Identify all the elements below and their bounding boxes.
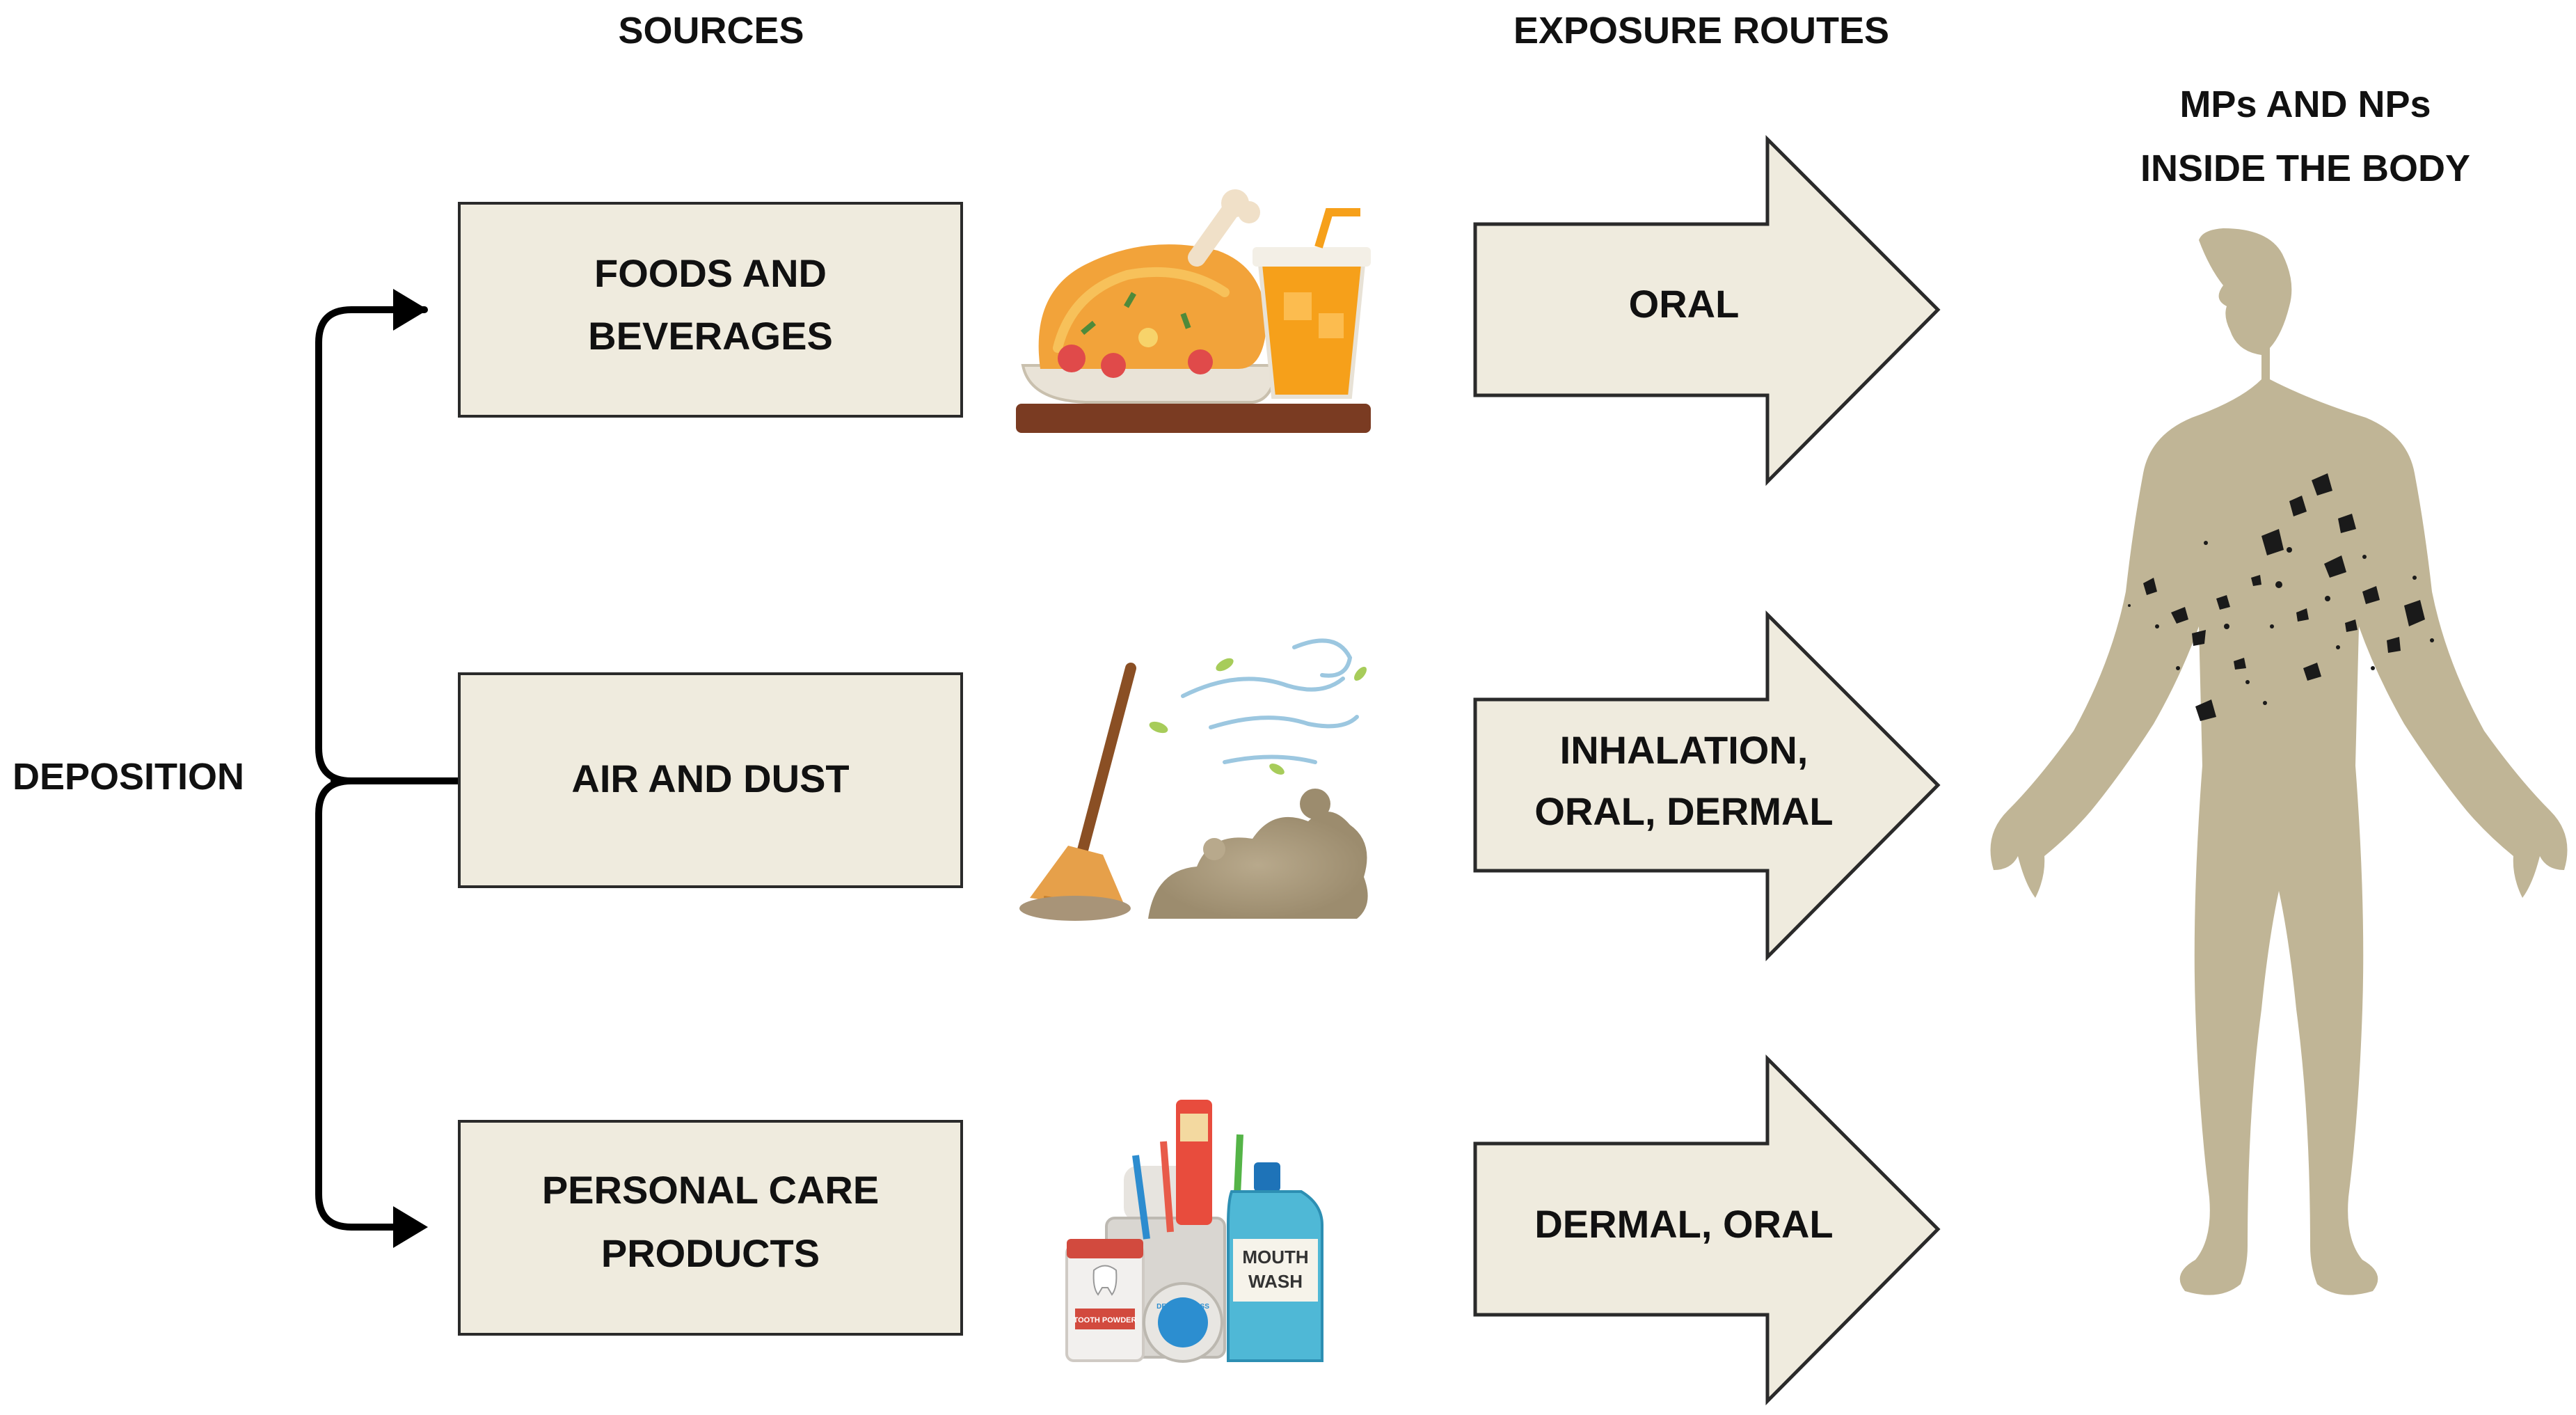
deposition-bracket — [315, 306, 463, 1231]
source-personal-line1: PERSONAL CARE — [542, 1168, 879, 1212]
source-box-air: AIR AND DUST — [458, 672, 963, 888]
route-inhalation-line2: ORAL, DERMAL — [1534, 789, 1833, 833]
route-dermal-line1: DERMAL, ORAL — [1534, 1202, 1833, 1246]
route-arrow-inhalation: INHALATION, ORAL, DERMAL — [1473, 610, 1941, 962]
route-oral-line1: ORAL — [1629, 282, 1740, 326]
source-personal-line2: PRODUCTS — [601, 1231, 820, 1275]
sources-header: SOURCES — [618, 10, 804, 52]
route-arrow-dermal: DERMAL, ORAL — [1473, 1054, 1941, 1406]
mouthwash-label-line1: MOUTH — [1242, 1247, 1308, 1267]
route-arrow-oral: ORAL — [1473, 134, 1941, 487]
microplastic-particles — [2128, 473, 2434, 721]
source-foods-line1: FOODS AND — [594, 251, 827, 295]
mouthwash-label-line2: WASH — [1248, 1271, 1303, 1292]
food-and-drink-icon — [1016, 189, 1371, 433]
deposition-label: DEPOSITION — [13, 756, 244, 798]
exposure-routes-header: EXPOSURE ROUTES — [1513, 10, 1889, 52]
dental-floss-label: DENTAL FLOSS — [1156, 1303, 1209, 1311]
personal-care-products-icon: TOOTH POWDER DENTAL FLOSS MOUTH WASH — [1065, 1100, 1323, 1363]
source-box-foods: FOODS AND BEVERAGES — [458, 202, 963, 418]
tooth-powder-label: TOOTH POWDER — [1074, 1316, 1137, 1325]
human-body-silhouette — [1990, 228, 2568, 1295]
bracket-arrowhead-top — [393, 289, 428, 331]
source-foods-line2: BEVERAGES — [588, 314, 833, 358]
bracket-arrowhead-bottom — [393, 1206, 428, 1248]
source-air-line1: AIR AND DUST — [571, 757, 849, 800]
route-inhalation-line1: INHALATION, — [1560, 728, 1808, 772]
body-header-line2: INSIDE THE BODY — [2140, 148, 2470, 189]
source-box-personal-care: PERSONAL CARE PRODUCTS — [458, 1120, 963, 1336]
broom-and-dust-icon — [1019, 638, 1368, 921]
body-header-line1: MPs AND NPs — [2179, 84, 2431, 125]
